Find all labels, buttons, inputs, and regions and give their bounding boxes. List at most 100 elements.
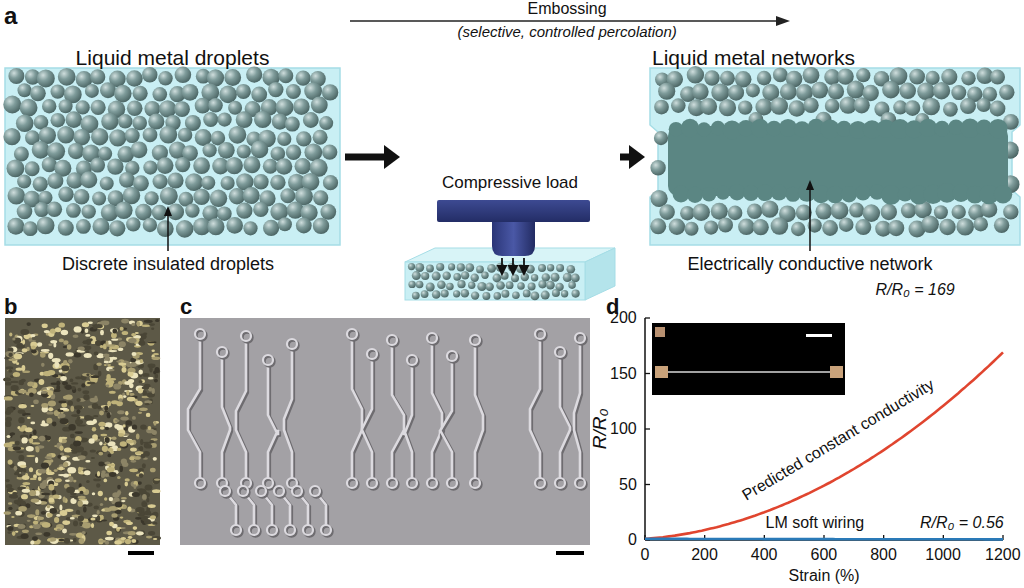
grain (86, 373, 89, 376)
grain (60, 510, 68, 516)
grain (139, 380, 143, 383)
grain (104, 497, 107, 500)
grain (46, 412, 53, 415)
grain (50, 340, 57, 344)
grain (148, 377, 154, 380)
grain (123, 424, 126, 427)
grain (102, 446, 108, 452)
grain (144, 320, 153, 323)
scale-bar (806, 334, 832, 337)
liquid-metal-droplet (432, 290, 441, 299)
liquid-metal-droplet (296, 218, 312, 234)
grain (109, 472, 117, 477)
load-arrows (498, 258, 528, 274)
liquid-metal-droplet (828, 83, 844, 99)
grain (22, 489, 30, 493)
grain (146, 413, 151, 417)
grain (98, 491, 103, 497)
trace (318, 495, 326, 525)
liquid-metal-droplet (669, 219, 685, 235)
grain (84, 353, 92, 358)
liquid-metal-droplet (421, 272, 429, 280)
liquid-metal-droplet (243, 187, 260, 204)
liquid-metal-droplet (101, 113, 118, 130)
process-label: Embossing (528, 0, 607, 18)
grain (119, 341, 126, 347)
grain (89, 438, 95, 443)
network-bump (855, 185, 870, 200)
grain (135, 332, 139, 334)
grain (6, 407, 13, 413)
grain (76, 510, 80, 515)
liquid-metal-droplet (443, 272, 451, 280)
liquid-metal-droplet (90, 69, 105, 84)
liquid-metal-droplet (468, 282, 475, 289)
liquid-metal-droplet (659, 204, 675, 220)
liquid-metal-droplet (175, 157, 190, 172)
liquid-metal-droplet (825, 99, 840, 114)
grain (133, 484, 136, 489)
liquid-metal-droplet (295, 158, 311, 174)
grain (154, 379, 158, 383)
grain (115, 420, 120, 423)
network-bump (841, 186, 857, 202)
liquid-metal-droplet (917, 83, 935, 101)
liquid-metal-droplet (263, 220, 279, 236)
liquid-metal-droplet (899, 83, 916, 100)
grain (60, 376, 67, 381)
grain (53, 389, 61, 392)
liquid-metal-droplet (693, 204, 710, 221)
grain (105, 407, 108, 413)
liquid-metal-droplet (704, 70, 719, 85)
grain (30, 334, 35, 337)
grain (85, 328, 89, 333)
liquid-metal-droplet (426, 283, 435, 292)
grain (65, 385, 72, 390)
liquid-metal-droplet (718, 217, 733, 232)
liquid-metal-droplet (457, 280, 465, 288)
pad (267, 525, 277, 535)
grain (8, 369, 12, 373)
grain (93, 415, 98, 417)
liquid-metal-droplet (671, 98, 686, 113)
liquid-metal-droplet (571, 274, 580, 283)
axis-tick-label: 200 (610, 309, 637, 327)
grain (121, 500, 125, 502)
grain (152, 522, 157, 525)
axis-tick (645, 317, 650, 318)
grain (52, 422, 57, 427)
grain (15, 472, 20, 475)
pad (217, 347, 227, 357)
grain (22, 339, 25, 344)
liquid-metal-droplet (7, 187, 25, 205)
grain (8, 507, 12, 510)
liquid-metal-droplet (263, 159, 278, 174)
grain (61, 330, 68, 336)
liquid-metal-droplet (453, 273, 461, 281)
grain (100, 434, 107, 437)
chart-axes (645, 318, 1003, 540)
grain (73, 538, 77, 543)
grain (121, 458, 127, 464)
process-label: (selective, controlled percolation) (458, 23, 677, 40)
grain (153, 477, 160, 483)
grain (5, 479, 9, 482)
curve-label: LM soft wiring (766, 514, 865, 532)
grain (82, 439, 89, 441)
trace (284, 349, 292, 478)
pad (263, 355, 273, 365)
grain (70, 434, 75, 438)
panel-heading: Compressive load (405, 174, 615, 193)
grain (131, 539, 136, 543)
grain (30, 478, 37, 480)
grain (117, 448, 122, 451)
liquid-metal-droplet (921, 215, 939, 233)
clip (655, 327, 665, 337)
grain (122, 367, 127, 373)
grain (22, 482, 30, 485)
liquid-metal-droplet (432, 272, 441, 281)
grain (27, 520, 31, 522)
grain (85, 460, 90, 463)
grain (130, 460, 136, 463)
grain (100, 345, 104, 348)
